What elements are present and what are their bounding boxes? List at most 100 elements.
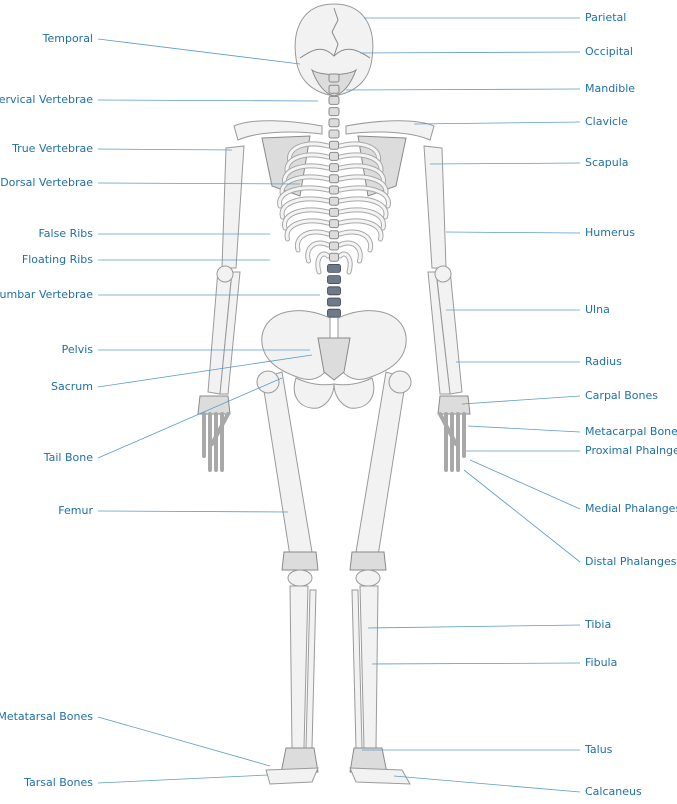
label-pelvis: Pelvis — [61, 343, 93, 356]
rib — [283, 208, 330, 230]
rib — [338, 241, 362, 263]
label-humerus: Humerus — [585, 226, 635, 239]
label-metatarsal-bones: Metatarsal Bones — [0, 710, 93, 723]
leader-line — [97, 354, 313, 388]
label-fibula: Fibula — [585, 656, 618, 669]
leader-line — [345, 88, 581, 91]
label-dorsal-vertebrae: Dorsal Vertebrae — [0, 176, 93, 189]
label-radius: Radius — [585, 355, 622, 368]
leader-line — [97, 148, 233, 151]
label-parietal: Parietal — [585, 11, 627, 24]
label-true-vertebrae: True Vertebrae — [12, 142, 93, 155]
vertebra — [329, 151, 339, 161]
leader-lines — [97, 17, 581, 793]
leader-line — [469, 459, 581, 510]
vertebra — [328, 118, 340, 128]
label-mandible: Mandible — [585, 82, 636, 95]
vertebra — [329, 230, 339, 240]
vertebra — [329, 196, 339, 206]
rib — [288, 142, 330, 164]
rib — [316, 252, 330, 274]
vertebra — [329, 140, 339, 150]
rib — [338, 142, 380, 164]
label-occipital: Occipital — [585, 45, 633, 58]
vertebra — [328, 107, 340, 117]
label-metacarpal-bones: Metacarpal Bones — [585, 425, 677, 438]
rib — [338, 164, 385, 186]
leader-line — [445, 231, 581, 234]
vertebra — [327, 275, 341, 285]
label-sacrum: Sacrum — [51, 380, 93, 393]
label-femur: Femur — [58, 504, 93, 517]
vertebra — [329, 174, 339, 184]
rib-cage — [277, 141, 391, 275]
rib — [338, 252, 352, 274]
label-false-ribs: False Ribs — [38, 227, 93, 240]
pelvis — [261, 310, 407, 409]
vertebra — [327, 308, 341, 318]
label-calcaneus: Calcaneus — [585, 785, 642, 798]
rib — [280, 175, 330, 197]
vertebra — [327, 263, 341, 273]
vertebra — [328, 95, 340, 105]
leader-line — [371, 662, 581, 665]
leader-line — [97, 774, 269, 784]
leader-line — [97, 377, 283, 459]
leader-line — [429, 162, 581, 165]
rib — [306, 241, 330, 263]
rib — [338, 153, 383, 175]
vertebra — [327, 286, 341, 296]
rib — [338, 186, 390, 208]
vertebra — [329, 207, 339, 217]
vertebra — [329, 219, 339, 229]
leader-line — [467, 425, 581, 433]
leader-line — [359, 51, 581, 54]
hands — [202, 412, 466, 472]
feet — [265, 747, 411, 785]
label-carpal-bones: Carpal Bones — [585, 389, 658, 402]
vertebra — [328, 73, 340, 83]
vertebra — [329, 252, 339, 262]
leader-line — [97, 716, 271, 767]
label-distal-phalanges: Distal Phalanges — [585, 555, 677, 568]
leader-line — [367, 624, 581, 629]
label-floating-ribs: Floating Ribs — [21, 253, 93, 266]
label-lumbar-vertebrae: Lumbar Vertebrae — [0, 288, 93, 301]
arms — [197, 145, 471, 415]
label-tarsal-bones: Tarsal Bones — [24, 776, 93, 789]
label-proximal-phalnges: Proximal Phalnges — [585, 444, 677, 457]
label-tail-bone: Tail Bone — [43, 451, 93, 464]
spine — [327, 73, 341, 318]
vertebra — [329, 185, 339, 195]
label-talus: Talus — [585, 743, 613, 756]
rib — [338, 208, 385, 230]
label-scapula: Scapula — [585, 156, 629, 169]
rib — [285, 219, 330, 241]
label-medial-phalanges: Medial Phalanges — [585, 502, 677, 515]
rib — [295, 230, 330, 252]
vertebra — [328, 129, 340, 139]
rib — [283, 164, 330, 186]
rib — [338, 219, 383, 241]
vertebra — [329, 163, 339, 173]
label-tibia: Tibia — [585, 618, 612, 631]
leader-line — [97, 182, 301, 185]
rib — [338, 197, 388, 219]
rib — [278, 186, 330, 208]
label-clavicle: Clavicle — [585, 115, 628, 128]
label-cervical-vertebrae: Cervical Vertebrae — [0, 93, 93, 106]
label-ulna: Ulna — [585, 303, 610, 316]
legs — [256, 370, 412, 749]
leader-line — [413, 121, 581, 125]
leader-line — [463, 469, 581, 563]
leader-line — [461, 395, 581, 405]
rib — [280, 197, 330, 219]
vertebra — [329, 241, 339, 251]
rib — [338, 175, 388, 197]
rib — [285, 153, 330, 175]
leader-line — [97, 38, 301, 65]
leader-line — [97, 510, 289, 513]
vertebra — [327, 297, 341, 307]
rib — [338, 230, 373, 252]
